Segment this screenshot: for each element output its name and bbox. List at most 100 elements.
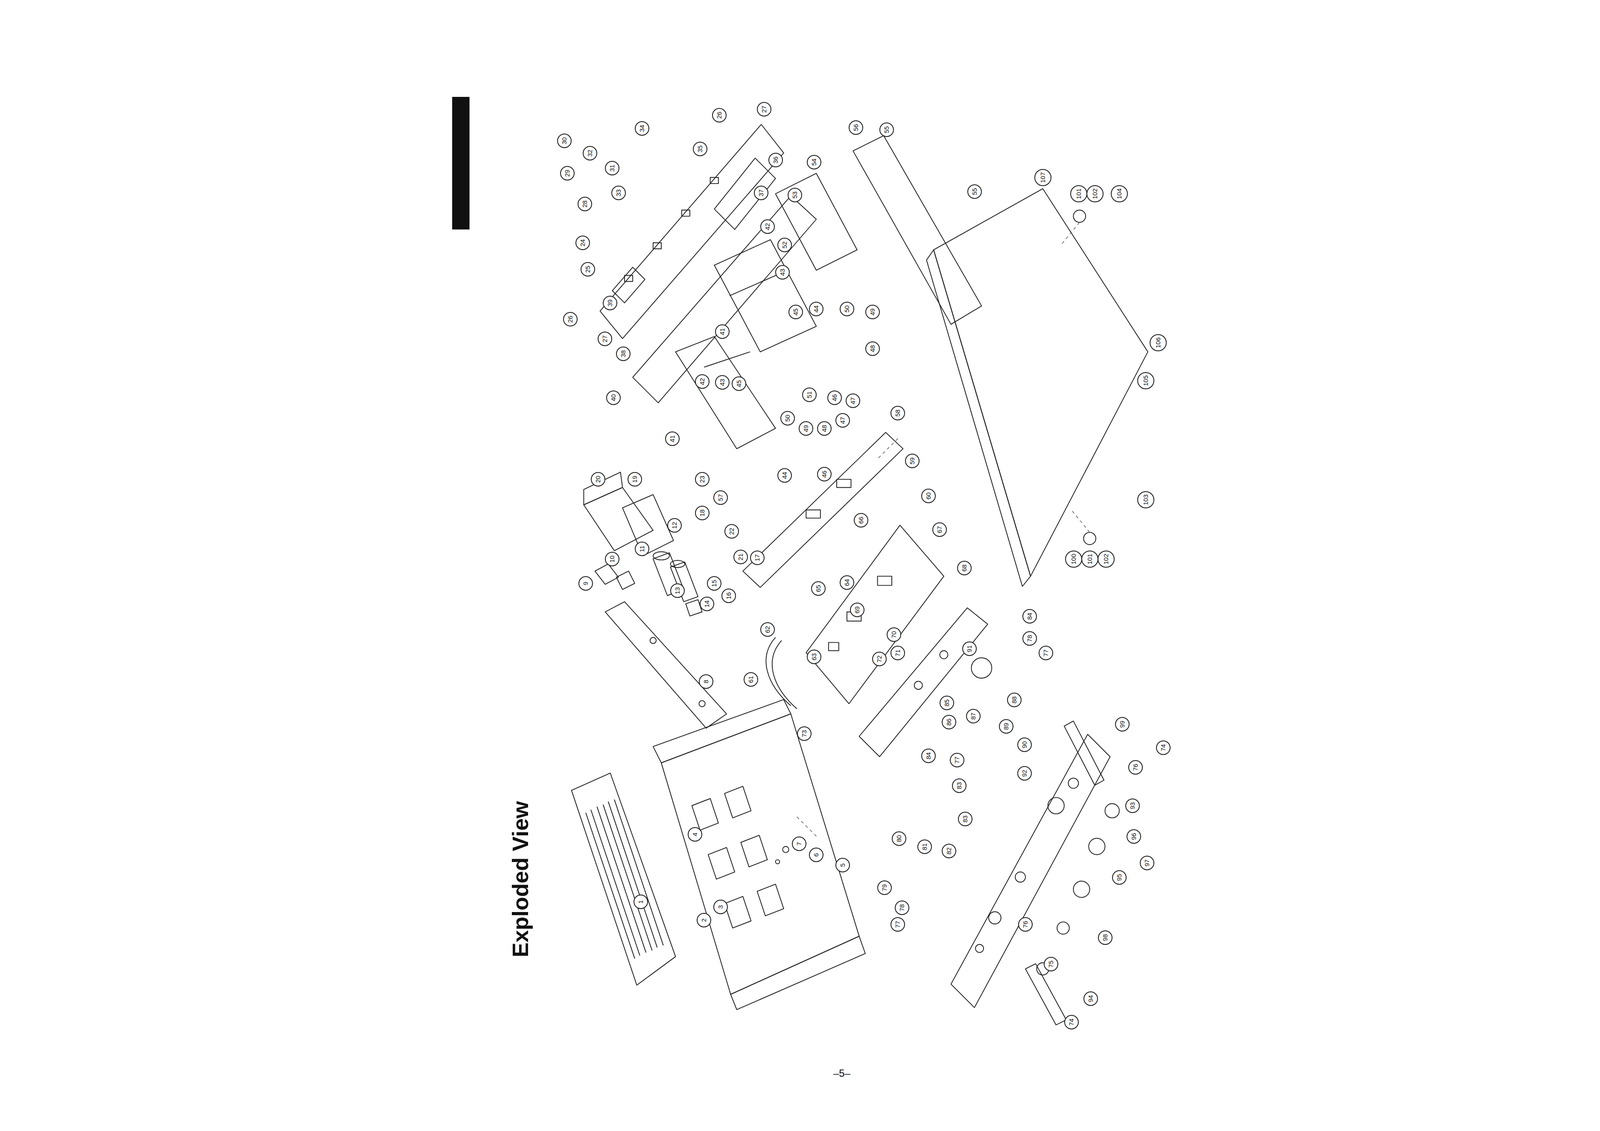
callout-number: 47 (835, 413, 850, 428)
callout-number: 100 (1065, 550, 1083, 568)
parts (571, 124, 1148, 1026)
callout-number: 20 (590, 472, 606, 487)
callout-number: 73 (797, 726, 812, 742)
callout-number: 36 (768, 152, 783, 168)
callout-number: 76 (1018, 917, 1033, 932)
callout-number: 41 (715, 324, 730, 339)
callout-number: 50 (780, 411, 795, 426)
callout-number: 82 (941, 843, 957, 859)
callout-number: 39 (602, 295, 618, 311)
leader-lines (795, 222, 1090, 837)
callout-number: 75 (1043, 957, 1059, 972)
callout-number: 98 (1097, 930, 1113, 946)
callout-number: 11 (634, 541, 650, 557)
callout-number: 83 (951, 778, 967, 794)
callout-number: 4 (687, 827, 703, 842)
callout-number: 1 (633, 894, 649, 910)
callout-number: 42 (694, 374, 710, 389)
callout-number: 78 (1022, 631, 1037, 646)
callout-number: 62 (760, 622, 775, 637)
callout-number: 90 (1017, 737, 1032, 753)
callout-number: 70 (886, 627, 902, 643)
callout-number: 6 (808, 847, 824, 863)
callout-number: 5 (835, 858, 850, 873)
callout-number: 3 (713, 899, 728, 915)
header-bar (452, 96, 470, 230)
callout-number: 69 (849, 602, 865, 618)
callout-number: 27 (756, 102, 772, 117)
callout-number: 48 (817, 421, 832, 436)
callout-number: 49 (798, 421, 814, 436)
callout-number: 65 (811, 581, 826, 596)
callout-number: 13 (670, 583, 685, 599)
callout-number: 29 (560, 166, 575, 181)
callout-number: 15 (706, 576, 722, 591)
callout-number: 45 (731, 376, 747, 392)
callout-number: 26 (563, 312, 578, 327)
callout-number: 107 (1034, 169, 1052, 187)
callout-number: 91 (962, 641, 977, 657)
callout-number: 57 (713, 490, 728, 506)
callout-number: 59 (905, 453, 920, 469)
callout-number: 42 (760, 219, 775, 234)
callout-number: 34 (634, 121, 650, 136)
callout-number: 74 (1156, 740, 1171, 756)
callout-number: 38 (616, 346, 631, 362)
callout-number: 103 (1137, 491, 1155, 509)
callout-number: 76 (1128, 760, 1143, 775)
callout-number: 47 (845, 393, 861, 409)
callout-number: 12 (667, 518, 682, 533)
callout-number: 68 (957, 560, 972, 576)
callout-number: 71 (890, 645, 906, 661)
callout-number: 48 (865, 341, 880, 357)
callout-number: 31 (604, 160, 620, 176)
callout-number: 53 (787, 187, 803, 203)
callout-number: 81 (917, 839, 932, 855)
callout-number: 74 (1064, 1015, 1079, 1030)
callout-number: 54 (806, 154, 822, 170)
callout-number: 33 (611, 185, 626, 201)
callout-number: 28 (577, 196, 593, 212)
callout-number: 61 (743, 672, 759, 687)
page-number: –5– (833, 1067, 851, 1080)
callout-number: 14 (699, 596, 715, 612)
callout-number: 77 (890, 917, 906, 932)
callout-number: 63 (806, 649, 822, 665)
callout-number: 44 (777, 468, 792, 483)
callout-number: 101 (1070, 185, 1088, 203)
callout-number: 19 (627, 472, 643, 487)
callout-number: 58 (890, 405, 906, 421)
callout-number: 97 (1139, 855, 1155, 871)
callout-number: 45 (788, 304, 803, 320)
callout-number: 87 (966, 709, 981, 724)
callout-number: 102 (1097, 550, 1115, 568)
callout-number: 10 (604, 551, 620, 567)
callout-number: 43 (715, 375, 730, 390)
callout-number: 46 (817, 467, 832, 482)
callout-number: 2 (696, 913, 712, 928)
callout-number: 106 (1149, 334, 1167, 352)
callout-number: 52 (777, 237, 792, 253)
callout-number: 88 (1007, 692, 1022, 708)
callout-number: 21 (733, 549, 748, 565)
callout-number: 92 (1017, 766, 1032, 781)
callout-number: 8 (698, 674, 714, 690)
callout-number: 79 (877, 880, 892, 896)
callout-number: 22 (724, 524, 739, 539)
callout-number: 95 (1112, 870, 1127, 885)
callout-number: 17 (750, 550, 765, 566)
callout-number: 41 (665, 431, 680, 447)
callout-number: 56 (848, 120, 864, 135)
callout-number: 77 (1038, 645, 1054, 661)
callout-number: 83 (957, 811, 973, 827)
callout-number: 84 (921, 748, 936, 764)
callout-number: 25 (580, 262, 596, 277)
callout-number: 102 (1086, 185, 1104, 203)
callout-number: 55 (879, 122, 894, 138)
callout-number: 27 (597, 331, 613, 347)
callout-number: 51 (802, 387, 817, 403)
callout-number: 43 (775, 265, 790, 280)
callout-number: 49 (865, 304, 880, 320)
